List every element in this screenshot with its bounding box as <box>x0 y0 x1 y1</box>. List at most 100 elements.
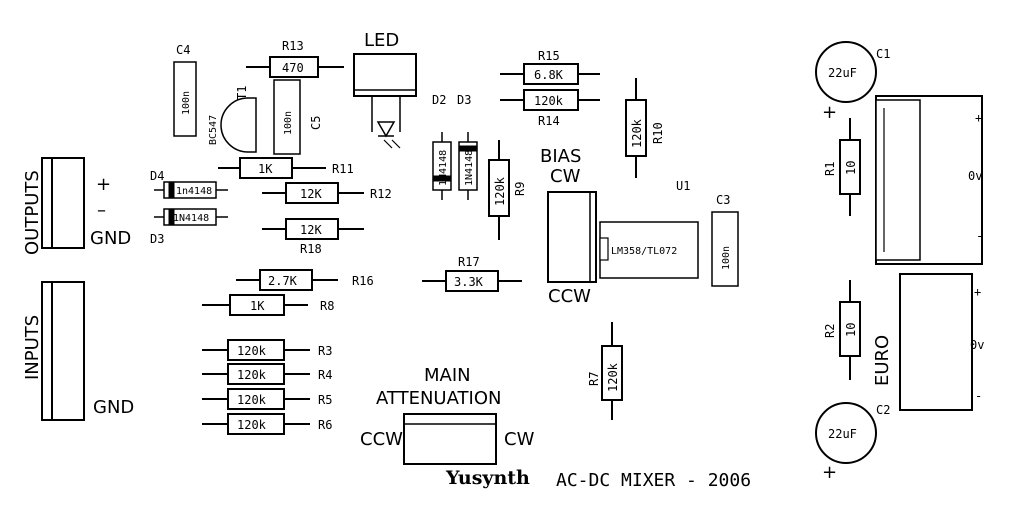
r15-body <box>523 63 579 85</box>
main-cw: CW <box>504 429 535 450</box>
led-symbol <box>376 121 396 138</box>
outputs-connector <box>41 157 85 249</box>
r16-ref: R16 <box>352 274 374 288</box>
r1-ref: R1 <box>823 162 837 176</box>
r3-body <box>227 339 285 361</box>
d3-left-body <box>163 208 217 226</box>
r8-body <box>229 294 285 316</box>
r17-body <box>445 270 499 292</box>
c2-body <box>815 402 877 464</box>
r4-body <box>227 363 285 385</box>
r6-value: 120k <box>237 418 267 432</box>
r16-body <box>259 269 313 291</box>
r10-ref: R10 <box>651 122 665 144</box>
u1-part: LM358/TL072 <box>611 246 677 257</box>
r5-value: 120k <box>237 393 267 407</box>
d4-value: 1n4148 <box>176 186 212 197</box>
pwr2-plus: + <box>974 285 981 299</box>
attenuation-label: ATTENUATION <box>376 388 501 409</box>
r15-ref: R15 <box>538 49 560 63</box>
r11-body <box>239 157 293 179</box>
brand-logo: Yusynth <box>445 467 530 489</box>
pwr2-0v: 0v <box>970 338 984 352</box>
r13-value: 470 <box>282 61 304 75</box>
r9-ref: R9 <box>513 182 527 196</box>
r16-value: 2.7K <box>268 274 298 288</box>
c4-ref: C4 <box>176 43 190 57</box>
inputs-gnd: GND <box>93 397 134 418</box>
bias-trimmer <box>547 191 597 283</box>
r7-ref: R7 <box>587 372 601 386</box>
pwr1-0v: 0v <box>968 169 982 183</box>
d3-left-ref: D3 <box>150 232 164 246</box>
d3-value: 1N4148 <box>464 150 475 186</box>
d4-body <box>163 181 217 199</box>
u1-ref: U1 <box>676 179 690 193</box>
main-ccw: CCW <box>360 429 403 450</box>
r3-value: 120k <box>237 344 267 358</box>
r14-body <box>523 89 579 111</box>
r4-ref: R4 <box>318 368 332 382</box>
r1-body <box>839 139 861 195</box>
t1-body <box>220 97 257 153</box>
c2-plus: + <box>822 462 837 483</box>
c5-value: 100n <box>283 111 294 135</box>
r7-value: 120k <box>606 362 620 392</box>
r13-ref: R13 <box>282 39 304 53</box>
bias-ccw: CCW <box>548 286 591 307</box>
c2-ref: C2 <box>876 403 890 417</box>
c3-value: 100n <box>721 246 732 270</box>
r11-value: 1K <box>258 162 273 176</box>
r1-value: 10 <box>844 161 858 175</box>
r3-ref: R3 <box>318 344 332 358</box>
inputs-label: INPUTS <box>22 315 43 380</box>
c1-body <box>815 41 877 103</box>
r17-value: 3.3K <box>454 275 484 289</box>
d3-body <box>458 141 478 191</box>
d2-ref: D2 <box>432 93 446 107</box>
outputs-minus: – <box>97 200 106 221</box>
r18-value: 12K <box>300 223 322 237</box>
r10-value: 120k <box>630 118 644 148</box>
main-label: MAIN <box>424 365 471 386</box>
r9-body <box>488 159 510 217</box>
r2-body <box>839 301 861 357</box>
r13-body <box>269 56 319 78</box>
d3-top-ref: D3 <box>457 93 471 107</box>
r8-ref: R8 <box>320 299 334 313</box>
r5-ref: R5 <box>318 393 332 407</box>
r2-value: 10 <box>844 323 858 337</box>
u1-body <box>599 221 699 279</box>
led-body <box>353 53 417 97</box>
r12-body <box>285 182 339 204</box>
euro-label: EURO <box>872 335 893 386</box>
r12-value: 12K <box>300 187 322 201</box>
bias-cw: CW <box>550 166 581 187</box>
c2-value: 22uF <box>828 427 857 441</box>
pwr1-plus: + <box>975 111 982 125</box>
r14-value: 120k <box>534 94 564 108</box>
r17-ref: R17 <box>458 255 480 269</box>
d4-ref: D4 <box>150 169 164 183</box>
outputs-label: OUTPUTS <box>22 170 43 255</box>
r8-value: 1K <box>250 299 265 313</box>
outputs-gnd: GND <box>90 228 131 249</box>
r7-body <box>601 345 623 401</box>
c3-ref: C3 <box>716 193 730 207</box>
pwr2-minus: - <box>975 389 982 403</box>
c1-ref: C1 <box>876 47 890 61</box>
r10-body <box>625 99 647 157</box>
inputs-connector <box>41 281 85 421</box>
r6-ref: R6 <box>318 418 332 432</box>
r12-ref: R12 <box>370 187 392 201</box>
outputs-plus: + <box>96 174 111 195</box>
r15-value: 6.8K <box>534 68 564 82</box>
c1-value: 22uF <box>828 66 857 80</box>
c4-value: 100n <box>181 91 192 115</box>
main-attenuation-pot <box>403 413 497 465</box>
board-title: AC-DC MIXER - 2006 <box>556 470 751 491</box>
c1-plus: + <box>822 102 837 123</box>
d3-left-value: 1N4148 <box>173 213 209 224</box>
c5-ref: C5 <box>309 116 323 130</box>
